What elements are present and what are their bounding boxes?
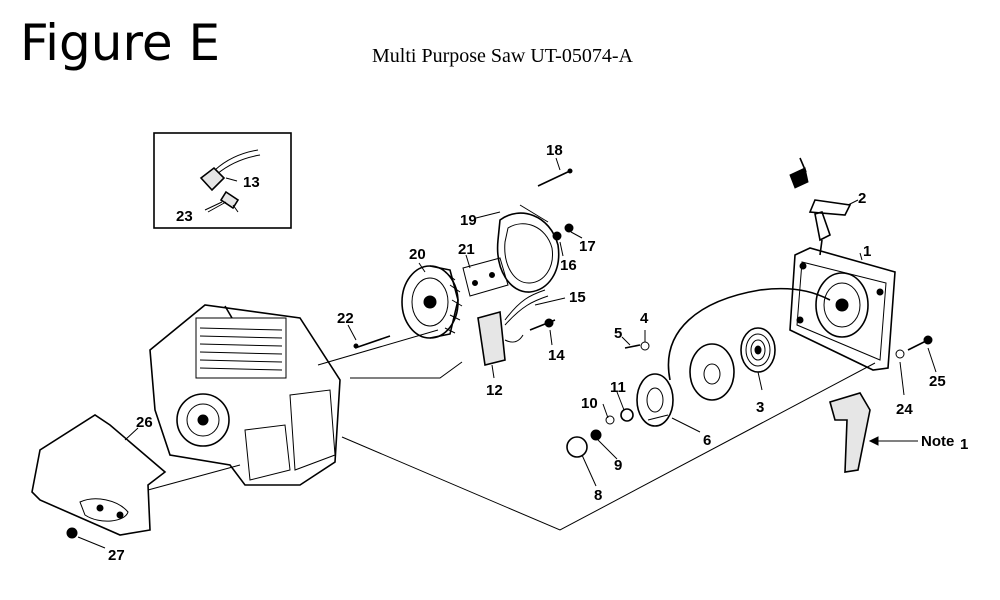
note-label: Note xyxy=(921,433,954,450)
retaining-clip xyxy=(566,436,588,458)
callout-8: 8 xyxy=(594,487,602,504)
spark-plug xyxy=(219,190,240,210)
key-assembly xyxy=(462,257,509,297)
ignition-coil xyxy=(477,289,556,366)
callout-13: 13 xyxy=(243,174,260,191)
callout-27: 27 xyxy=(108,547,125,564)
callout-2: 2 xyxy=(858,190,866,207)
callout-6: 6 xyxy=(703,432,711,449)
crank-pulley xyxy=(176,393,230,447)
inset-box xyxy=(153,132,292,229)
callout-21: 21 xyxy=(458,241,475,258)
callout-9: 9 xyxy=(614,457,622,474)
callout-25: 25 xyxy=(929,373,946,390)
housing-bolts xyxy=(895,335,933,359)
callout-14: 14 xyxy=(548,347,565,364)
callout-4: 4 xyxy=(640,310,649,327)
callout-19: 19 xyxy=(460,212,477,229)
callout-10: 10 xyxy=(581,395,598,412)
note-number: 1 xyxy=(960,436,968,453)
callout-20: 20 xyxy=(409,246,426,263)
callout-18: 18 xyxy=(546,142,563,159)
callout-1: 1 xyxy=(863,243,871,260)
callout-5: 5 xyxy=(614,325,622,342)
nut-27 xyxy=(66,527,78,539)
leader-lines xyxy=(77,157,937,549)
assembly-lines xyxy=(147,329,876,531)
flywheel xyxy=(401,265,463,339)
front-cover xyxy=(31,414,167,539)
shaft-pin xyxy=(353,335,391,349)
engine-block xyxy=(149,304,341,486)
callout-15: 15 xyxy=(569,289,586,306)
callout-12: 12 xyxy=(486,382,503,399)
callout-11: 11 xyxy=(610,379,626,396)
callout-labels: 1 2 3 4 5 6 8 9 10 11 12 13 14 15 16 17 … xyxy=(108,142,968,564)
figure-title: Figure E xyxy=(20,14,221,72)
callout-3: 3 xyxy=(756,399,764,416)
figure-subtitle: Multi Purpose Saw UT-05074-A xyxy=(372,45,633,67)
gasket-strip xyxy=(829,392,871,473)
callout-16: 16 xyxy=(560,257,577,274)
callout-17: 17 xyxy=(579,238,596,255)
starter-handle xyxy=(789,157,852,256)
callout-26: 26 xyxy=(136,414,153,431)
callout-24: 24 xyxy=(896,401,913,418)
spark-plug-boot xyxy=(199,166,226,192)
starter-rope xyxy=(667,287,831,381)
starter-housing xyxy=(789,247,896,371)
callout-23: 23 xyxy=(176,208,193,225)
fan-housing xyxy=(496,168,574,293)
starter-pulley xyxy=(636,373,674,427)
callout-22: 22 xyxy=(337,310,354,327)
